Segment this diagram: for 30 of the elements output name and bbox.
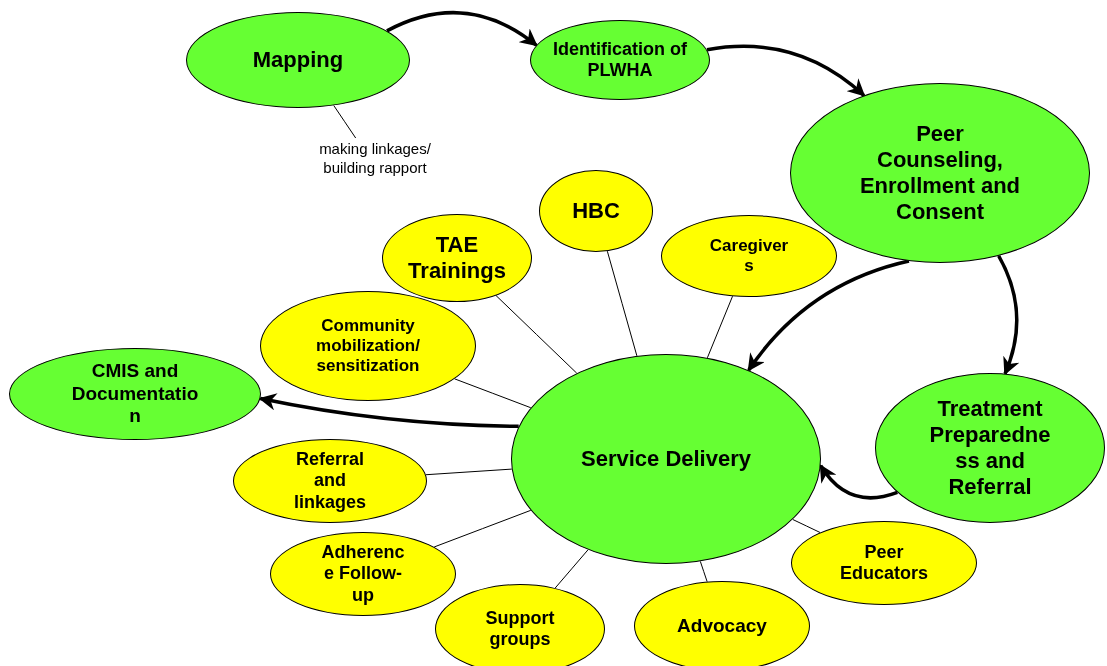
annotation-text: making linkages/ building rapport (305, 138, 445, 178)
curved-arrow (747, 259, 910, 372)
connector-line (433, 509, 532, 548)
curved-arrow (819, 464, 898, 500)
connector-line (554, 549, 589, 589)
node-label: Mapping (251, 47, 345, 73)
connector-line (495, 295, 578, 374)
node-label: Peer Counseling, Enrollment and Consent (858, 121, 1022, 225)
curved-arrow (706, 44, 866, 97)
node-label: Service Delivery (580, 446, 752, 472)
node-label: CMIS and Documentatio n (70, 360, 200, 428)
node-label: HBC (571, 198, 621, 224)
connector-line (454, 378, 532, 409)
node-label: Identification of PLWHA (552, 38, 688, 82)
node-label: Treatment Preparedne ss and Referral (928, 396, 1052, 500)
node-label: Adherenc e Follow-up (320, 542, 406, 606)
node-label: Caregiver s (709, 235, 789, 277)
node-label: Referral and linkages (292, 449, 367, 513)
node-label: Support groups (484, 607, 556, 651)
node-label: TAE Trainings (407, 232, 507, 284)
node-label: Community mobilization/ sensitization (315, 315, 421, 377)
curved-arrow (258, 393, 519, 429)
connector-line (706, 295, 734, 359)
connector-line (425, 468, 513, 476)
curved-arrow (386, 10, 538, 47)
connector-line (699, 560, 708, 583)
node-label: Peer Educators (839, 541, 929, 585)
connector-line (792, 518, 821, 533)
node-label: Advocacy (676, 614, 768, 638)
leader-line (333, 105, 357, 139)
